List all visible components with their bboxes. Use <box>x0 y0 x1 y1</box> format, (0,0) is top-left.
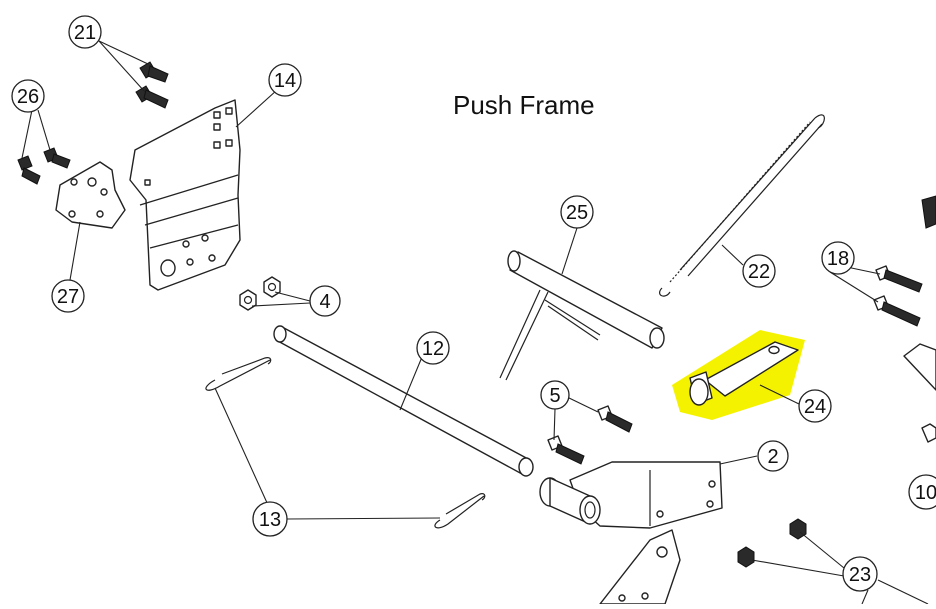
callout-10: 10 <box>908 474 936 510</box>
svg-text:10: 10 <box>915 482 936 504</box>
svg-text:22: 22 <box>748 261 770 283</box>
callout-5: 5 <box>540 380 570 410</box>
svg-text:24: 24 <box>804 396 826 418</box>
part-26-bolts <box>17 147 71 185</box>
part-edge-nut <box>921 423 936 443</box>
part-25-handle <box>499 250 665 381</box>
part-24-latch <box>672 330 805 420</box>
svg-text:4: 4 <box>319 291 330 313</box>
callout-14: 14 <box>268 63 302 97</box>
callout-24: 24 <box>798 389 832 423</box>
svg-text:5: 5 <box>549 385 560 407</box>
callout-4: 4 <box>309 285 341 317</box>
diagram-title: Push Frame <box>453 90 595 120</box>
part-2-bracket <box>539 461 723 529</box>
svg-text:18: 18 <box>827 248 849 270</box>
callout-25: 25 <box>560 195 594 229</box>
callout-2: 2 <box>757 440 789 472</box>
part-edge-plate <box>903 343 936 391</box>
callout-21: 21 <box>68 15 102 49</box>
part-21-bolts <box>135 61 169 109</box>
callout-22: 22 <box>742 254 776 288</box>
part-27-plate <box>55 161 126 229</box>
part-22-spring <box>659 114 825 297</box>
part-13-pins <box>205 357 486 529</box>
part-lower-plate <box>599 529 681 605</box>
part-12-rod <box>273 325 534 477</box>
callout-23: 23 <box>842 556 878 592</box>
callout-12: 12 <box>416 331 450 365</box>
part-5-bolts <box>547 405 633 465</box>
svg-text:25: 25 <box>566 202 588 224</box>
callout-18: 18 <box>821 241 855 275</box>
svg-text:26: 26 <box>17 86 39 108</box>
callout-27: 27 <box>51 279 85 313</box>
svg-text:13: 13 <box>259 509 281 531</box>
svg-text:12: 12 <box>422 338 444 360</box>
part-23-nuts <box>737 518 807 568</box>
svg-text:14: 14 <box>274 70 296 92</box>
part-18-bolts <box>873 265 923 327</box>
part-edge-bolt <box>921 195 936 229</box>
leader-lines <box>21 40 929 605</box>
part-14-bracket <box>129 99 241 291</box>
callout-13: 13 <box>252 501 288 537</box>
svg-text:23: 23 <box>849 564 871 586</box>
svg-text:21: 21 <box>74 22 96 44</box>
svg-text:2: 2 <box>767 446 778 468</box>
callout-26: 26 <box>11 79 45 113</box>
svg-text:27: 27 <box>57 286 79 308</box>
